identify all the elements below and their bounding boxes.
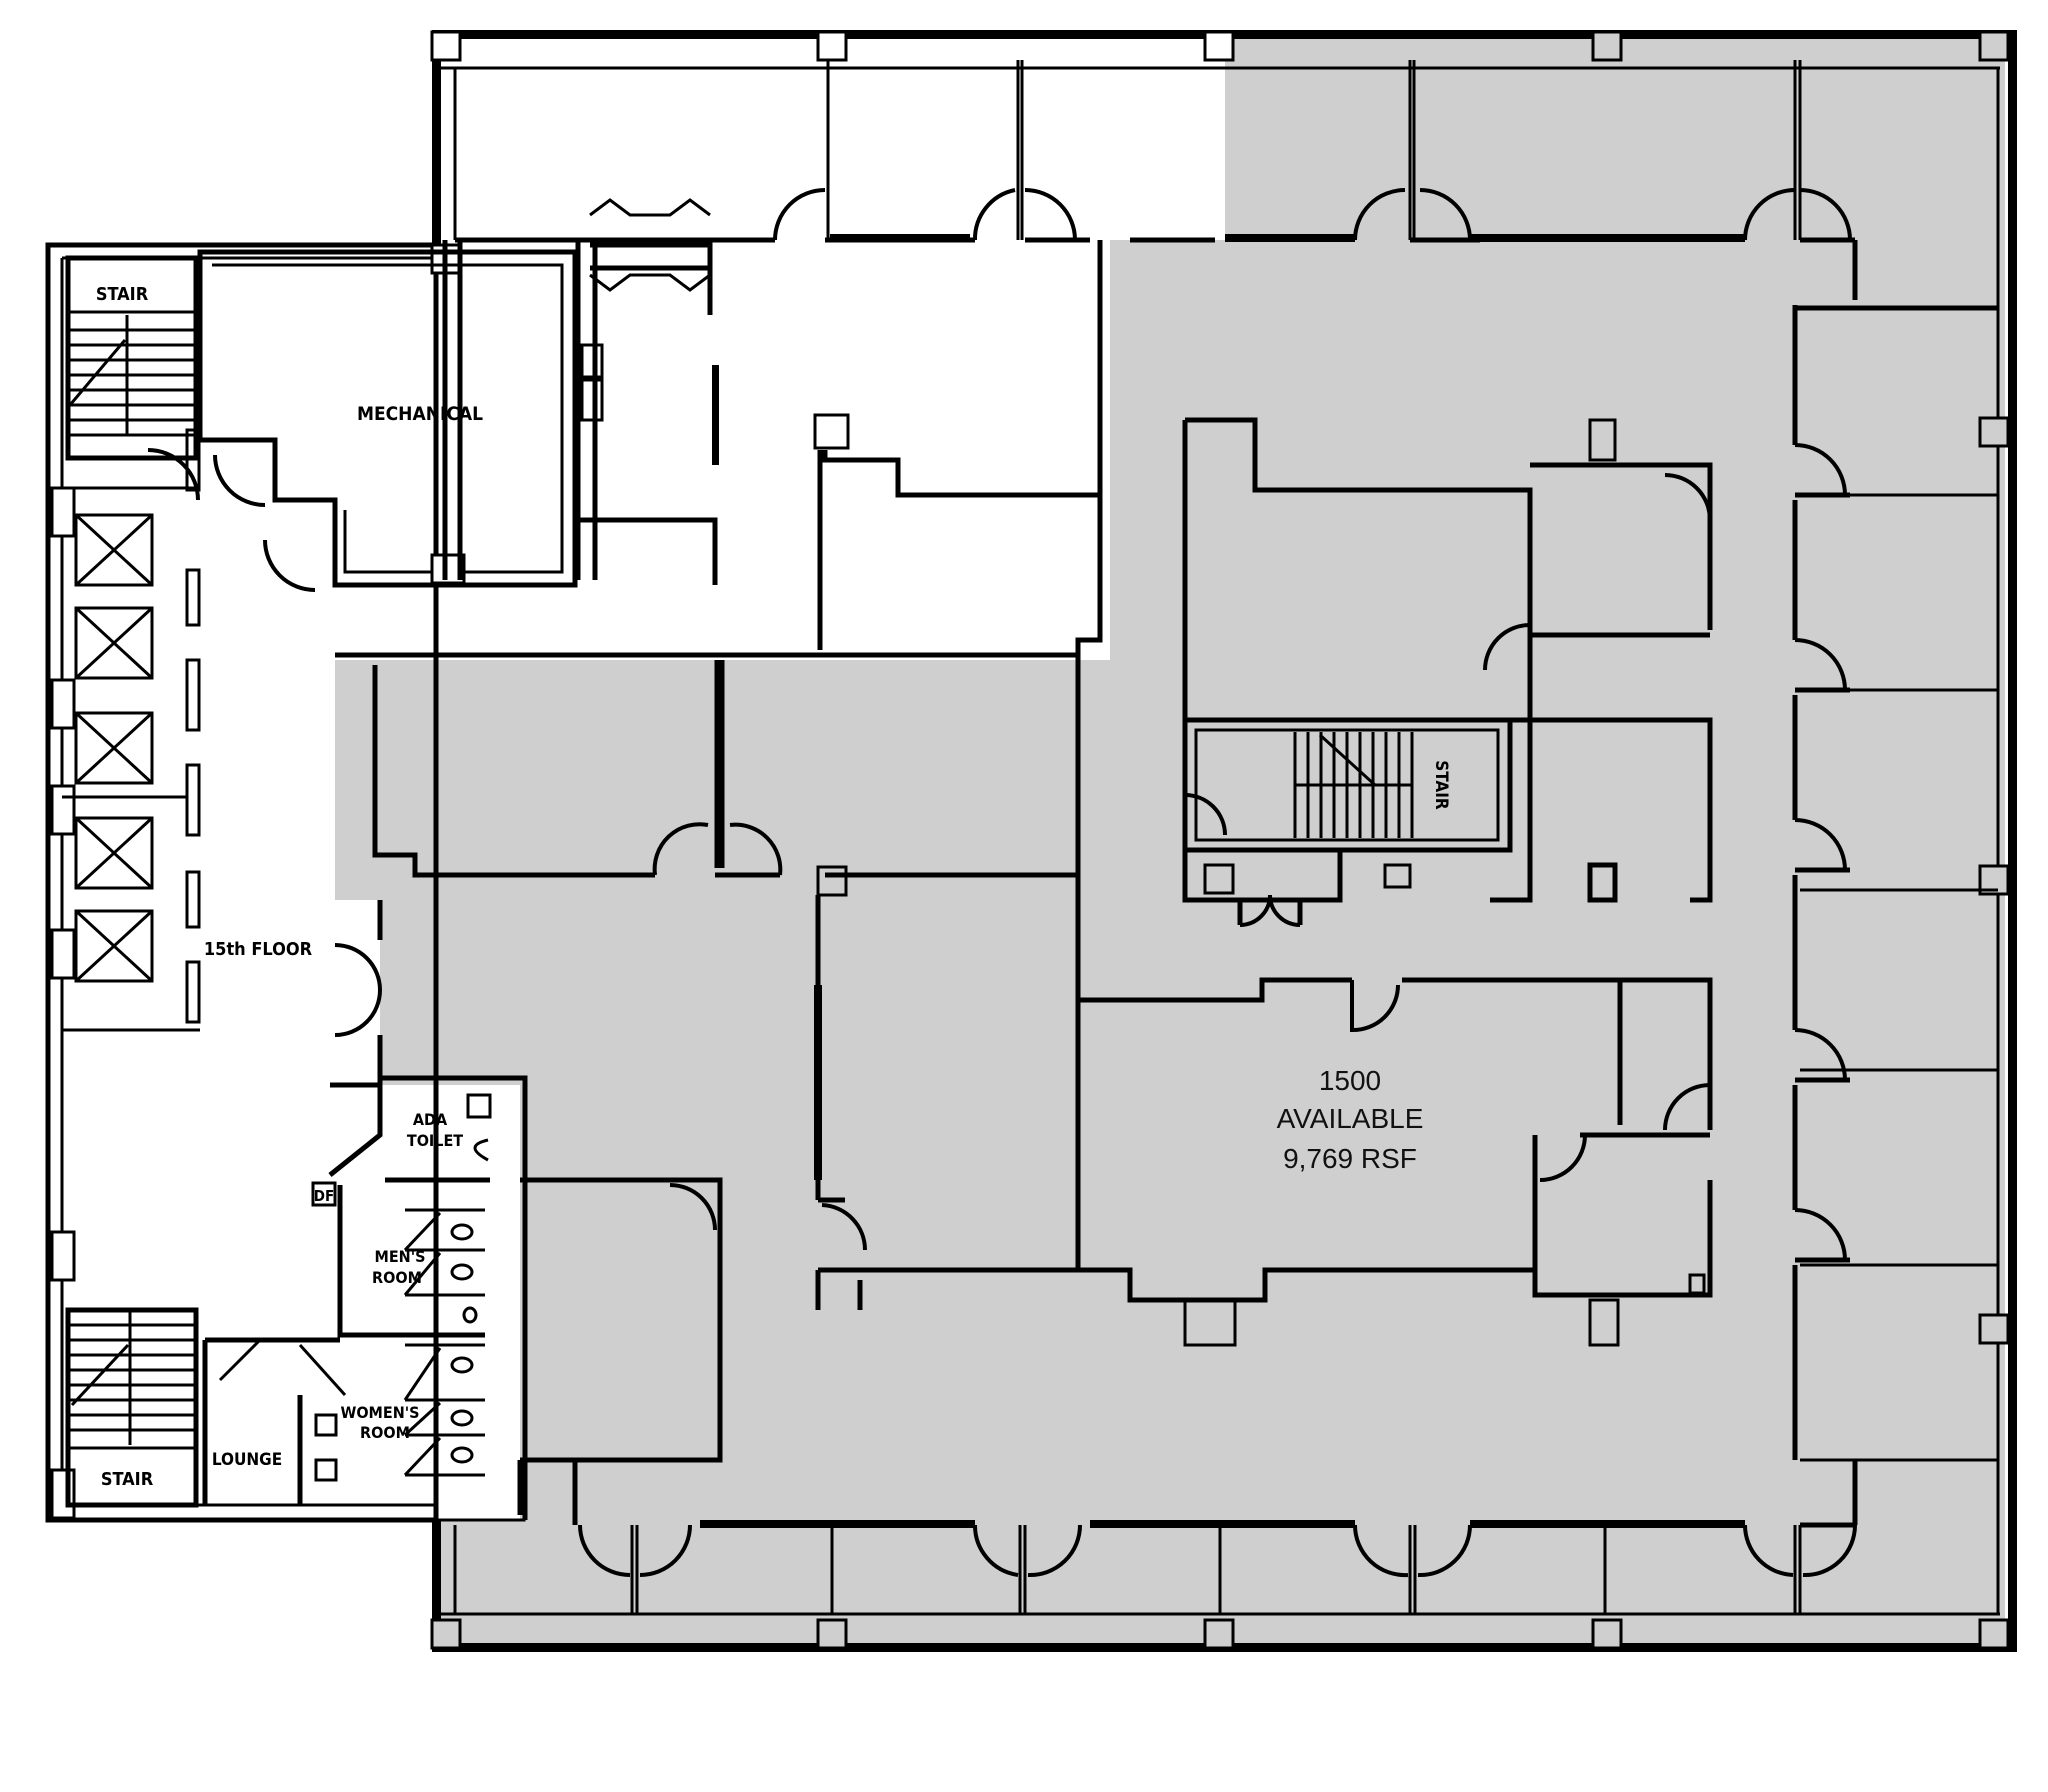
east-offices bbox=[1792, 240, 1998, 1462]
elevator-5 bbox=[74, 909, 154, 983]
mechanical-label: MECHANICAL bbox=[357, 403, 483, 425]
elevator-1 bbox=[74, 513, 154, 587]
columns bbox=[50, 30, 2010, 1650]
suite-1500-room: 1500 AVAILABLE 9,769 RSF bbox=[1075, 977, 1713, 1347]
drinking-fountain-label: DF bbox=[314, 1187, 334, 1205]
stair-south: STAIR bbox=[65, 1307, 199, 1508]
womens-room-label-2: ROOM bbox=[360, 1423, 410, 1442]
ada-toilet-label-1: ADA bbox=[413, 1110, 448, 1129]
mens-room-label-1: MEN'S bbox=[375, 1247, 426, 1266]
elevator-3 bbox=[74, 711, 154, 785]
north-offices bbox=[455, 60, 1855, 243]
west-grey-offices bbox=[442, 240, 523, 1515]
mechanical-room: MECHANICAL bbox=[147, 249, 578, 592]
suite-status: AVAILABLE bbox=[1277, 1103, 1424, 1134]
suite-1500-area[interactable] bbox=[335, 32, 2005, 1650]
lounge-label: LOUNGE bbox=[212, 1450, 282, 1470]
north-corridor-details bbox=[575, 198, 1103, 655]
suite-number: 1500 bbox=[1319, 1065, 1381, 1096]
restroom-block: ADA TOILET DF MEN'S ROOM WOMEN'S ROOM LO… bbox=[202, 1075, 528, 1520]
elevator-4 bbox=[74, 816, 154, 890]
ada-toilet-label-2: TOILET bbox=[407, 1131, 463, 1150]
stair-core-label: STAIR bbox=[1431, 760, 1451, 810]
stair-north-label: STAIR bbox=[96, 284, 149, 305]
stair-north: STAIR bbox=[65, 255, 199, 461]
elevator-bank: 15th FLOOR bbox=[62, 428, 313, 1032]
common-area-top bbox=[335, 32, 1225, 650]
womens-room-label-1: WOMEN'S bbox=[340, 1403, 419, 1422]
suite-area: 9,769 RSF bbox=[1283, 1143, 1417, 1174]
suite-entry bbox=[330, 900, 383, 1088]
stair-south-label: STAIR bbox=[101, 1469, 154, 1490]
central-core: STAIR bbox=[1182, 417, 1713, 927]
elevator-2 bbox=[74, 606, 154, 680]
mens-room-label-2: ROOM bbox=[372, 1268, 422, 1287]
floor-label: 15th FLOOR bbox=[204, 939, 313, 960]
